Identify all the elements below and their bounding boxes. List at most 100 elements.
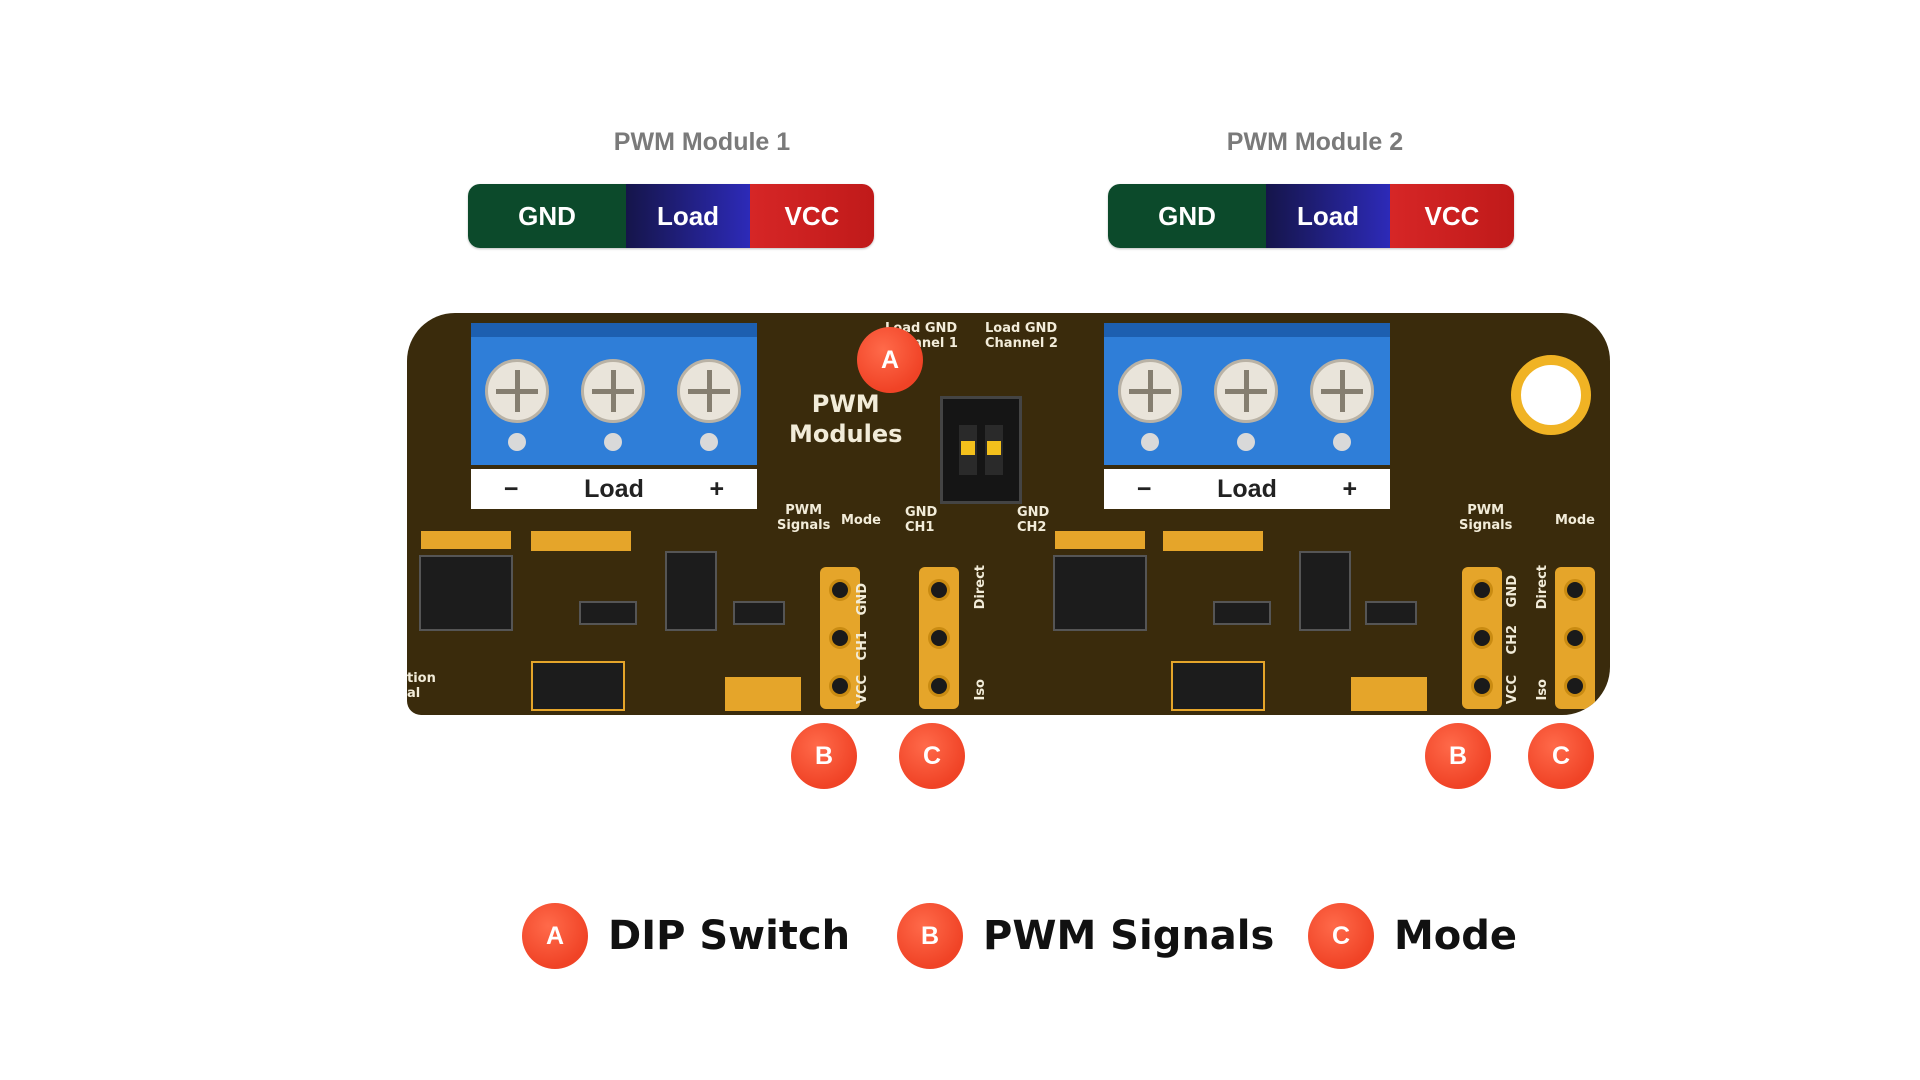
dip-label-ch2: Load GND Channel 2 xyxy=(985,321,1058,351)
screw-icon xyxy=(1310,359,1374,423)
pad-row xyxy=(1163,531,1263,551)
screw-icon xyxy=(1214,359,1278,423)
gnd-ch1-label: GND CH1 xyxy=(905,505,938,535)
terminal-plus: + xyxy=(1342,474,1358,503)
edge-text: tion al xyxy=(407,671,436,701)
mode-label-2: Mode xyxy=(1555,513,1595,528)
header-pin xyxy=(829,627,851,649)
screw-icon xyxy=(677,359,741,423)
mode-label-1: Mode xyxy=(841,513,881,528)
mode-header-2 xyxy=(1555,567,1595,709)
screw-icon xyxy=(1118,359,1182,423)
resistor xyxy=(1351,677,1427,711)
header2-gnd-label: GND xyxy=(1505,575,1520,608)
pin-vcc: VCC xyxy=(750,184,874,248)
terminal-label-strip: − Load + xyxy=(1104,469,1390,509)
header-pin xyxy=(829,675,851,697)
module-2-pinout: GND Load VCC xyxy=(1108,184,1514,248)
callout-a: A xyxy=(857,327,923,393)
terminal-minus: − xyxy=(1136,474,1152,503)
legend-item-pwm-signals: B PWM Signals xyxy=(897,903,1274,969)
module-2-title: PWM Module 2 xyxy=(1226,128,1404,156)
terminal-load-label: Load xyxy=(584,474,644,503)
pad-row xyxy=(531,531,631,551)
screw-icon xyxy=(485,359,549,423)
terminal-hole xyxy=(604,433,622,451)
transistor xyxy=(1213,601,1271,625)
ic-chip xyxy=(1053,555,1147,631)
header-pin xyxy=(1564,627,1586,649)
pin-vcc: VCC xyxy=(1390,184,1514,248)
pcb-board: − Load + − Load + PWM Modules Load GND C… xyxy=(407,313,1610,715)
legend-badge-b: B xyxy=(897,903,963,969)
pwm-signals-label-2: PWM Signals xyxy=(1459,503,1513,533)
legend-badge-a: A xyxy=(522,903,588,969)
terminal-hole xyxy=(1141,433,1159,451)
resistor xyxy=(725,677,801,711)
terminal-hole xyxy=(508,433,526,451)
pad-row xyxy=(1055,531,1145,549)
module-1-title: PWM Module 1 xyxy=(613,128,791,156)
pwm-signals-label-1: PWM Signals xyxy=(777,503,831,533)
callout-c-2: C xyxy=(1528,723,1594,789)
terminal-block-2: − Load + xyxy=(1104,323,1390,513)
header-pin xyxy=(829,579,851,601)
header1-vcc-label: VCC xyxy=(855,675,870,705)
pin-gnd: GND xyxy=(468,184,626,248)
mode-header-1 xyxy=(919,567,959,709)
header-pin xyxy=(928,627,950,649)
legend-label: PWM Signals xyxy=(983,913,1275,959)
dip-switch xyxy=(940,396,1022,504)
header-pin xyxy=(1564,579,1586,601)
ic-chip xyxy=(419,555,513,631)
pin-gnd: GND xyxy=(1108,184,1266,248)
header1-gnd-label: GND xyxy=(855,583,870,616)
mode1-iso-label: Iso xyxy=(973,679,988,701)
ic-chip xyxy=(1299,551,1351,631)
module-1-pinout: GND Load VCC xyxy=(468,184,874,248)
dip-lever-2 xyxy=(985,425,1003,475)
transistor xyxy=(733,601,785,625)
terminal-label-strip: − Load + xyxy=(471,469,757,509)
terminal-hole xyxy=(1333,433,1351,451)
callout-b-1: B xyxy=(791,723,857,789)
diode xyxy=(1171,661,1265,711)
legend-item-dip-switch: A DIP Switch xyxy=(522,903,850,969)
dip-lever-1 xyxy=(959,425,977,475)
legend-badge-c: C xyxy=(1308,903,1374,969)
ic-chip xyxy=(665,551,717,631)
terminal-block-1: − Load + xyxy=(471,323,757,513)
transistor xyxy=(579,601,637,625)
mode2-iso-label: Iso xyxy=(1535,679,1550,701)
header2-ch-label: CH2 xyxy=(1505,625,1520,655)
callout-b-2: B xyxy=(1425,723,1491,789)
legend-label: Mode xyxy=(1394,913,1518,959)
terminal-load-label: Load xyxy=(1217,474,1277,503)
header-pin xyxy=(928,579,950,601)
transistor xyxy=(1365,601,1417,625)
mode2-direct-label: Direct xyxy=(1535,565,1550,610)
pin-load: Load xyxy=(1266,184,1390,248)
board-title: PWM Modules xyxy=(789,390,903,448)
terminal-plus: + xyxy=(709,474,725,503)
pin-load: Load xyxy=(626,184,750,248)
screw-icon xyxy=(581,359,645,423)
pad-row xyxy=(421,531,511,549)
header1-ch-label: CH1 xyxy=(855,631,870,661)
header-pin xyxy=(1471,675,1493,697)
header-pin xyxy=(1471,627,1493,649)
terminal-hole xyxy=(700,433,718,451)
diode xyxy=(531,661,625,711)
mode1-direct-label: Direct xyxy=(973,565,988,610)
mounting-hole xyxy=(1511,355,1591,435)
header-pin xyxy=(1564,675,1586,697)
header2-vcc-label: VCC xyxy=(1505,675,1520,705)
header-pin xyxy=(1471,579,1493,601)
terminal-minus: − xyxy=(503,474,519,503)
terminal-hole xyxy=(1237,433,1255,451)
pwm-signals-header-1 xyxy=(820,567,860,709)
header-pin xyxy=(928,675,950,697)
legend-label: DIP Switch xyxy=(608,913,851,959)
legend-item-mode: C Mode xyxy=(1308,903,1517,969)
callout-c-1: C xyxy=(899,723,965,789)
